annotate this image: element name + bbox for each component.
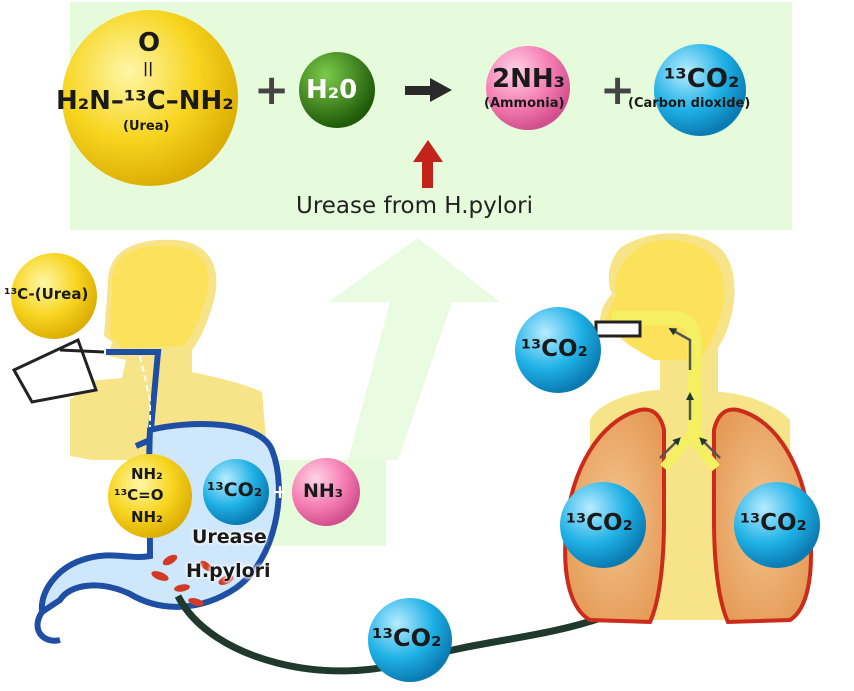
water-molecule bbox=[299, 52, 375, 128]
ammonia-formula: 2NH₃ bbox=[492, 64, 565, 94]
esophagus bbox=[106, 349, 162, 449]
red-up-arrow bbox=[413, 140, 443, 188]
urea-molecule bbox=[62, 10, 238, 186]
urease-label: Urease bbox=[192, 526, 267, 548]
transport-co2-molecule bbox=[368, 598, 452, 682]
ammonia-molecule bbox=[486, 46, 570, 130]
co2-label: (Carbon dioxide) bbox=[628, 96, 751, 111]
esophagus-flow-arrows bbox=[139, 355, 151, 440]
left-urea-ball bbox=[11, 253, 97, 339]
cup-icon bbox=[11, 337, 99, 404]
urea-double-bond: || bbox=[143, 61, 154, 77]
stomach-co2-molecule bbox=[203, 459, 269, 525]
right-lung-co2-formula: ¹³CO₂ bbox=[740, 510, 807, 536]
water-formula: H₂0 bbox=[306, 75, 358, 105]
stomach-co2-formula: ¹³CO₂ bbox=[207, 479, 263, 501]
transport-co2-formula: ¹³CO₂ bbox=[372, 624, 442, 652]
hpylori-label: H.pylori bbox=[186, 560, 271, 582]
left-urea-ball-label: ¹³C-(Urea) bbox=[4, 285, 89, 303]
ammonia-label: (Ammonia) bbox=[484, 96, 565, 111]
pale-up-arrow bbox=[328, 238, 500, 460]
urea-label: (Urea) bbox=[123, 119, 170, 134]
plus-sign-1: + bbox=[254, 65, 289, 114]
bronchi bbox=[660, 432, 720, 472]
co2-formula: ¹³CO₂ bbox=[664, 64, 740, 94]
reaction-arrow bbox=[405, 78, 452, 102]
hpylori-bacteria bbox=[151, 554, 234, 606]
stomach-urea-nh2-top: NH₂ bbox=[131, 465, 163, 483]
stomach-plus: + bbox=[272, 481, 288, 503]
exhaled-co2-formula: ¹³CO₂ bbox=[521, 336, 588, 362]
left-lung-co2-formula: ¹³CO₂ bbox=[566, 510, 633, 536]
plus-sign-2: + bbox=[600, 65, 635, 114]
stomach-nh3-formula: NH₃ bbox=[303, 480, 344, 502]
exhale-tube bbox=[594, 320, 642, 338]
stomach-urea-molecule bbox=[108, 454, 192, 538]
stomach-urea-co: ¹³C=O bbox=[114, 486, 164, 504]
straw-icon bbox=[59, 348, 105, 354]
co2-molecule bbox=[654, 44, 746, 136]
left-lung-co2-molecule bbox=[560, 482, 646, 568]
airway bbox=[612, 311, 707, 447]
duodenum bbox=[34, 610, 61, 644]
urea-formula: H₂N–¹³C–NH₂ bbox=[56, 86, 234, 116]
stomach-urea-nh2-bottom: NH₂ bbox=[131, 508, 163, 526]
urea-top-o: O bbox=[138, 28, 161, 58]
exhaled-co2-molecule bbox=[515, 307, 601, 393]
urease-caption: Urease from H.pylori bbox=[296, 193, 534, 219]
right-lung-co2-molecule bbox=[734, 482, 820, 568]
stomach-nh3-molecule bbox=[292, 458, 360, 526]
